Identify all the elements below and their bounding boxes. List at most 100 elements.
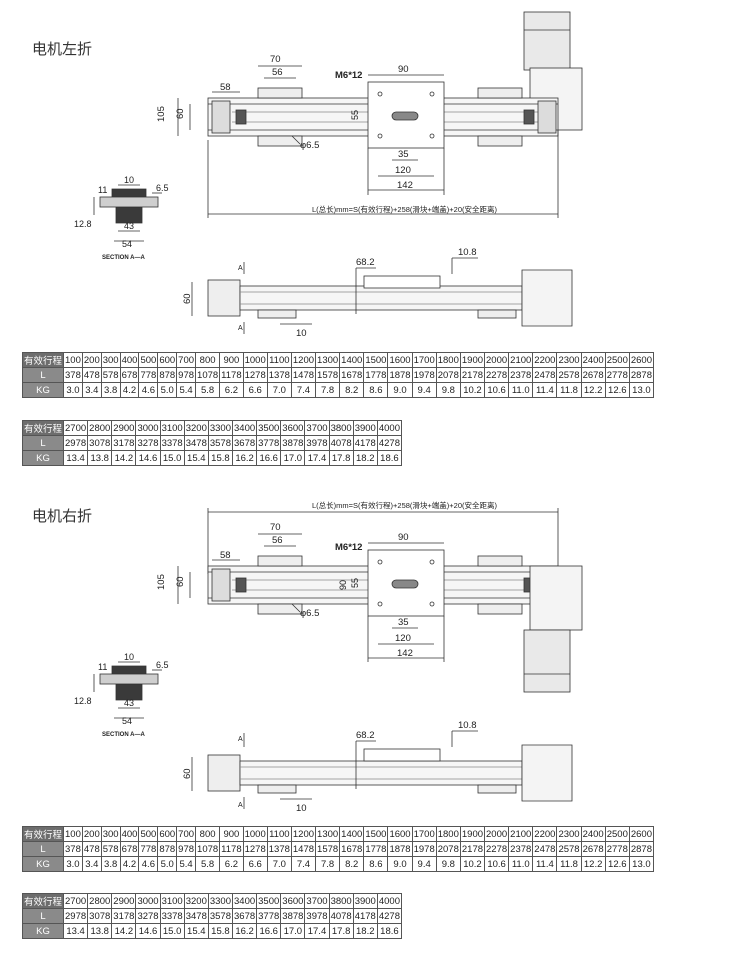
cell: 1278: [242, 367, 268, 383]
section-view-right: 10 11 6.5 12.8 43 54 SECTION A—A: [74, 652, 169, 738]
cell: 5.4: [176, 856, 197, 872]
cell: 1178: [219, 367, 244, 383]
cell: 3000: [135, 893, 161, 909]
cell: 4000: [376, 420, 402, 436]
cell: 578: [100, 367, 121, 383]
cell: 2478: [532, 367, 558, 383]
cell: 678: [119, 367, 140, 383]
dim-length-formula: L(总长)mm=S(有效行程)+258(滑块+端盖)+20(安全距离): [312, 204, 498, 214]
row-label: 有效行程: [21, 420, 65, 436]
cell: 1600: [387, 826, 413, 842]
side-dim-60: 60: [182, 768, 193, 779]
cell: 7.4: [290, 856, 317, 872]
cell: 1878: [387, 841, 413, 857]
dim-58: 58: [220, 550, 231, 561]
section-title-left: 电机左折: [32, 40, 93, 58]
cell: 4178: [352, 435, 378, 451]
row-label: KG: [21, 382, 65, 398]
cell: 11.4: [532, 382, 558, 398]
cell: 15.8: [207, 923, 234, 939]
cell: 3778: [256, 908, 282, 924]
cell: 3.4: [81, 856, 102, 872]
cell: 400: [119, 826, 140, 842]
cell: 2300: [556, 826, 582, 842]
cell: 17.4: [304, 923, 330, 939]
cell: 3178: [111, 435, 137, 451]
cell: 8.6: [363, 856, 389, 872]
cell: 2900: [111, 420, 137, 436]
cell: 5.8: [195, 856, 221, 872]
cell: 1778: [363, 367, 389, 383]
cell: 8.2: [339, 382, 365, 398]
cell: 2800: [87, 893, 113, 909]
cell: 1978: [411, 367, 437, 383]
cell: 700: [176, 826, 197, 842]
cell: 4278: [376, 435, 402, 451]
cell: 15.0: [159, 450, 185, 466]
row-label: L: [21, 367, 65, 383]
cell: 1800: [435, 826, 461, 842]
side-dim-68-2: 68.2: [356, 730, 375, 741]
cell: 2678: [580, 841, 606, 857]
cell: 7.0: [266, 856, 292, 872]
cell: 2500: [604, 352, 630, 368]
cell: 1078: [195, 367, 221, 383]
cell: 2000: [484, 352, 510, 368]
cell: 4000: [376, 893, 402, 909]
cell: 778: [138, 367, 159, 383]
cell: 13.4: [63, 450, 89, 466]
dim-120: 120: [395, 633, 411, 644]
cell: 13.0: [628, 382, 655, 398]
cell: 15.0: [159, 923, 185, 939]
side-dim-10-8: 10.8: [458, 247, 477, 258]
cell: 12.6: [604, 856, 630, 872]
cell: 4.2: [119, 382, 140, 398]
cell: 2178: [459, 841, 486, 857]
cell: 7.8: [315, 382, 341, 398]
cell: 4078: [328, 908, 354, 924]
cell: 1700: [411, 352, 437, 368]
cell: 7.0: [266, 382, 292, 398]
cell: 878: [157, 841, 178, 857]
cell: 3700: [304, 893, 330, 909]
cell: 1800: [435, 352, 461, 368]
cell: 1978: [411, 841, 437, 857]
cell: 3400: [231, 420, 258, 436]
cell: 1678: [339, 367, 365, 383]
cell: 4278: [376, 908, 402, 924]
row-label: L: [21, 435, 65, 451]
cell: 10.6: [484, 382, 510, 398]
cell: 3700: [304, 420, 330, 436]
cell: 700: [176, 352, 197, 368]
cell: 478: [81, 367, 102, 383]
cell: 3.8: [100, 856, 121, 872]
cell: 2300: [556, 352, 582, 368]
sec-dim-12-8: 12.8: [74, 696, 92, 706]
cell: 13.0: [628, 856, 655, 872]
cell: 14.6: [135, 923, 161, 939]
dim-70: 70: [270, 522, 281, 533]
dim-105: 105: [156, 574, 167, 590]
cell: 3578: [207, 908, 234, 924]
sec-dim-10: 10: [124, 175, 134, 185]
dim-90-top: 90: [398, 64, 409, 75]
cell: 3678: [231, 435, 258, 451]
cell: 400: [119, 352, 140, 368]
cell: 1778: [363, 841, 389, 857]
dim-58: 58: [220, 82, 231, 93]
cell: 2100: [508, 352, 534, 368]
dim-35: 35: [398, 149, 409, 160]
cell: 9.0: [387, 382, 413, 398]
cell: 3378: [159, 435, 185, 451]
cell: 18.2: [352, 450, 378, 466]
sec-dim-11: 11: [98, 662, 107, 672]
cell: 11.8: [556, 856, 582, 872]
